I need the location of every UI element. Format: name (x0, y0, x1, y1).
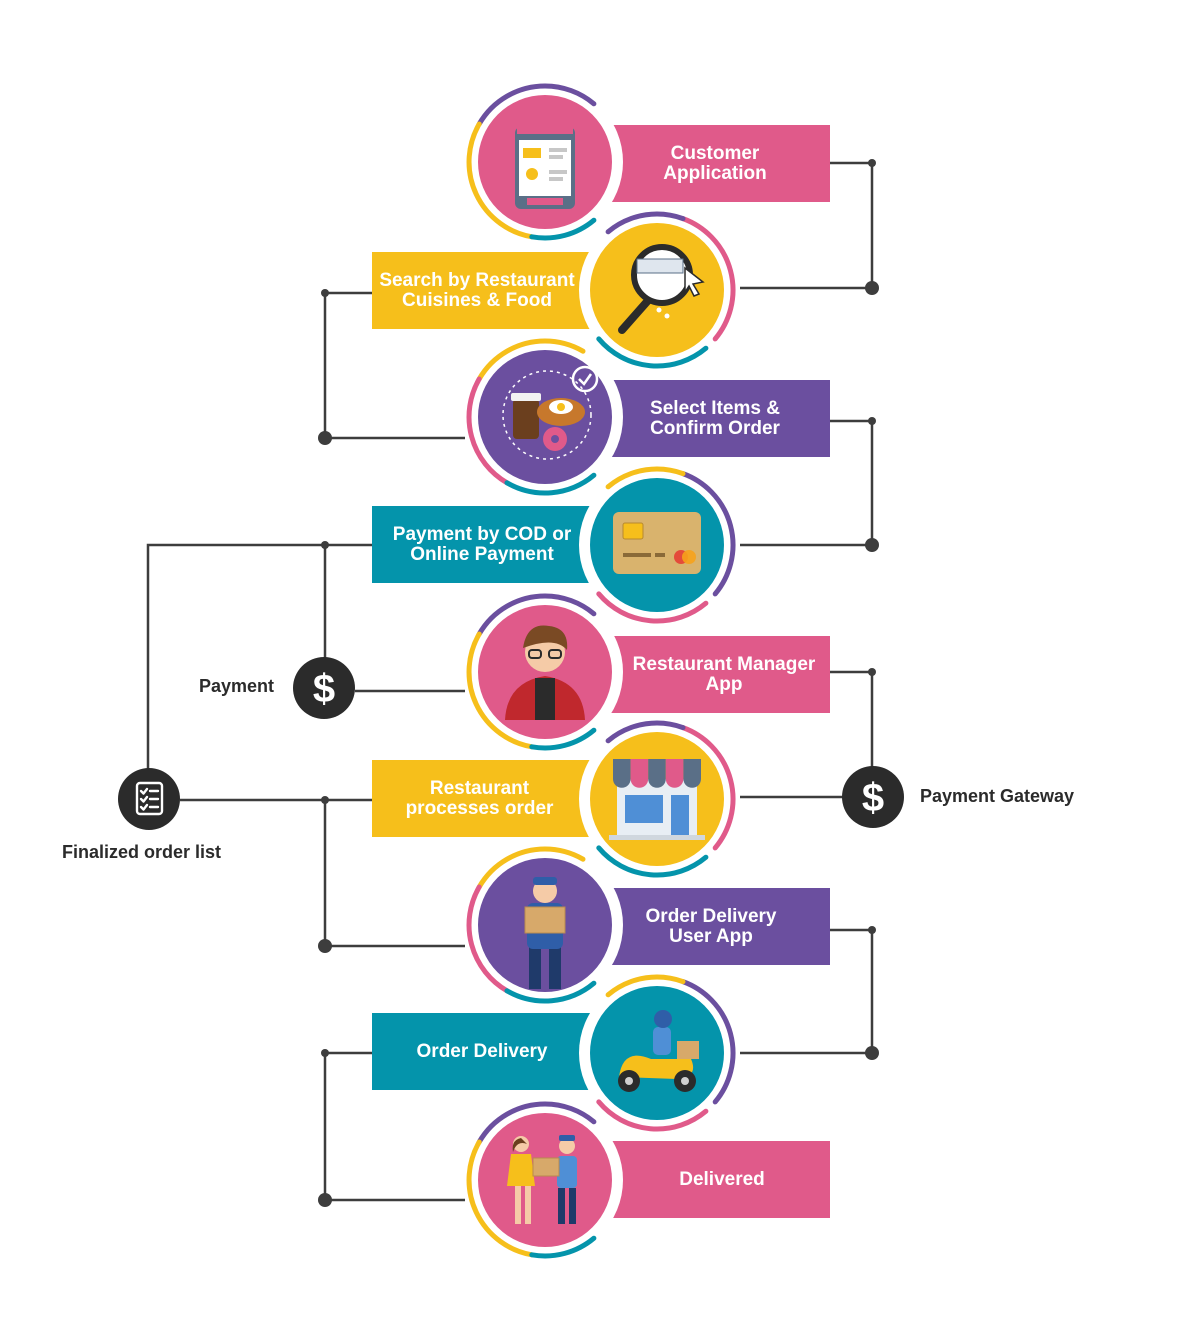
step-circle (466, 593, 623, 751)
step-label-delivered: Delivered (679, 1168, 765, 1190)
payment-label: Payment (199, 676, 275, 696)
payment-node: $ (293, 657, 355, 719)
credit-card-icon (613, 512, 701, 574)
connector-lines (146, 161, 874, 1202)
connector-dots (318, 159, 879, 1207)
scooter-rider-icon (618, 1010, 699, 1092)
package-handover-icon (507, 1135, 577, 1224)
step-circle (466, 1101, 623, 1259)
step-circle (466, 83, 623, 241)
finalized-order-list-node (118, 768, 180, 830)
step-label-restaurant-processes: Restaurant processes order (405, 777, 554, 819)
step-circle (579, 211, 736, 369)
delivery-man-icon (524, 877, 566, 989)
step-circle (466, 846, 623, 1004)
step-label-order-delivery: Order Delivery (416, 1040, 548, 1062)
finalized-order-list-label: Finalized order list (62, 842, 222, 862)
magnifier-keyword-icon (618, 244, 705, 334)
manager-avatar-icon (505, 625, 585, 720)
checklist-icon (135, 781, 164, 816)
step-circle (466, 338, 623, 496)
dollar-icon: $ (862, 776, 884, 820)
step-circles (466, 83, 736, 1259)
step-circle (579, 720, 736, 878)
dollar-icon: $ (313, 667, 335, 711)
food-cart-icon (502, 365, 599, 460)
step-label-order-delivery-app: Order Delivery User App (645, 905, 777, 947)
storefront-icon (609, 759, 705, 840)
step-label-restaurant-manager: Restaurant Manager App (632, 653, 816, 695)
step-label-customer-application: Customer Application (663, 142, 767, 184)
step-circle (579, 974, 736, 1132)
restaurant-menu-phone-icon (515, 122, 575, 209)
payment-gateway-node: $ (842, 766, 904, 828)
payment-gateway-label: Payment Gateway (920, 786, 1075, 806)
step-label-search: Search by Restaurant Cuisines & Food (379, 269, 575, 311)
step-label-select-items: Select Items & Confirm Order (650, 397, 780, 439)
step-label-payment: Payment by COD or Online Payment (392, 523, 572, 565)
step-circle (579, 466, 736, 624)
